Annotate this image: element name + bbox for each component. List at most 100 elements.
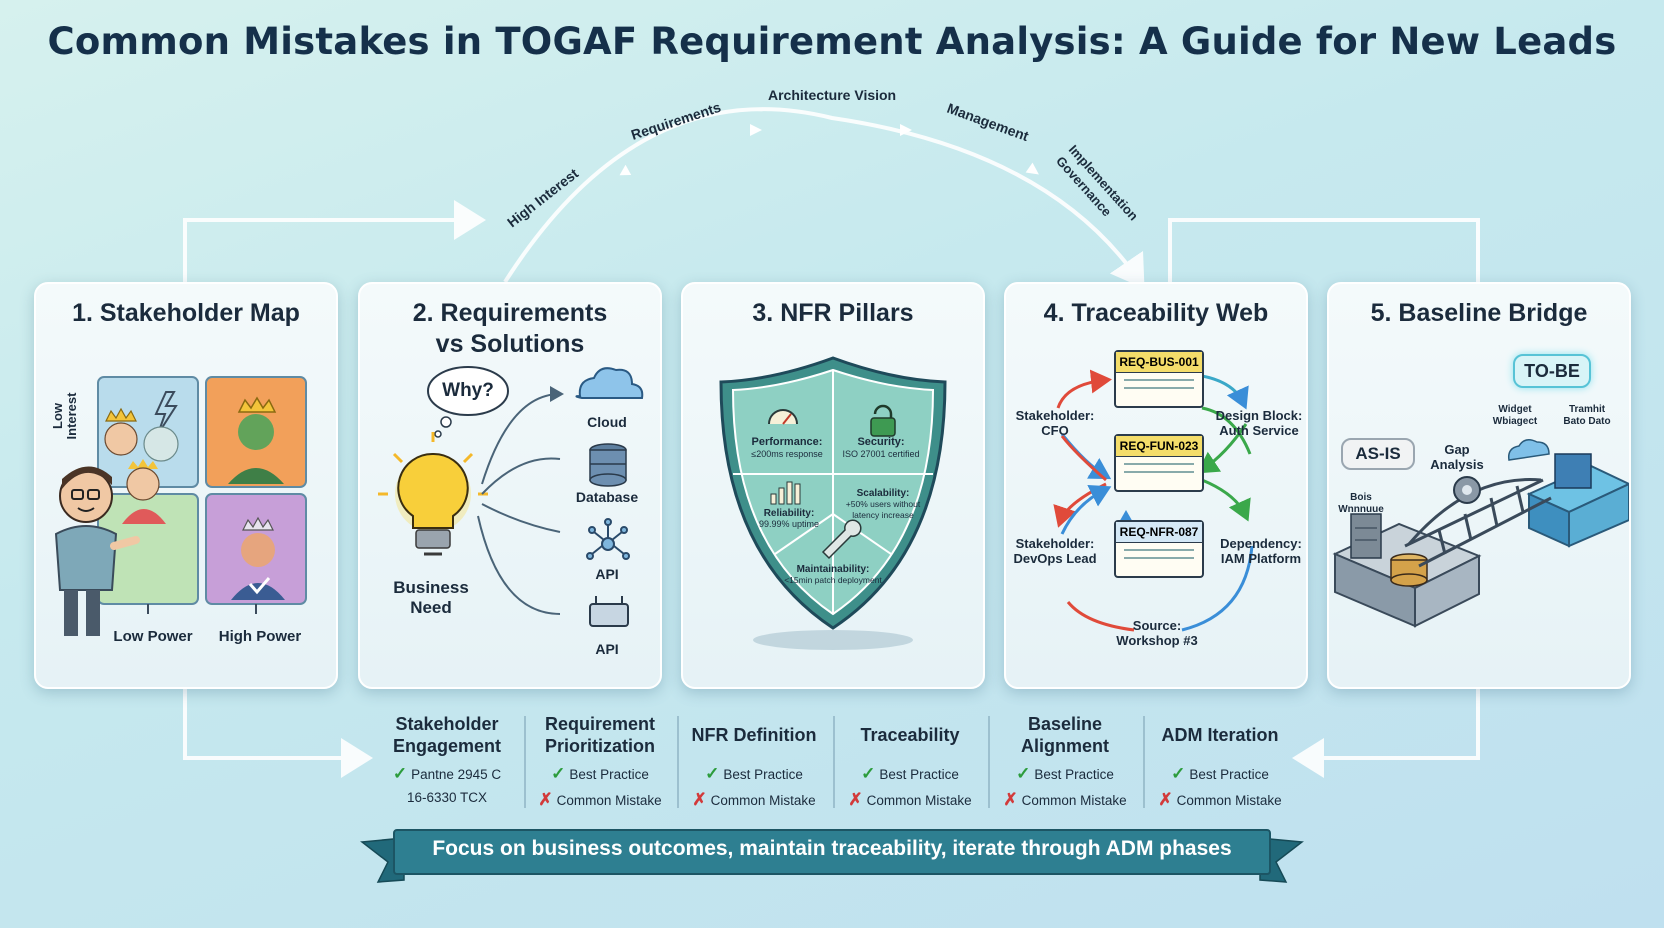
x-label-high-power: High Power	[218, 628, 302, 645]
category-adm-iteration: ADM Iteration ✓Best Practice ✗Common Mis…	[1150, 712, 1290, 810]
server-icon	[1350, 513, 1382, 559]
cloud-icon	[575, 367, 644, 399]
lead-person-icon	[54, 466, 140, 636]
solution-label-api: API	[595, 566, 619, 582]
stakeholder-person-icon	[231, 516, 285, 600]
left-asset-label: Bois Wnnnuue	[1338, 492, 1384, 515]
req-card-bus-001: REQ-BUS-001	[1114, 350, 1204, 408]
pillar-reliability: Reliability: 99.99% uptime	[749, 508, 829, 530]
category-row-1: ✓Pantne 2945 C	[377, 764, 517, 784]
category-name: Baseline Alignment	[1021, 714, 1109, 756]
pillar-detail: +50% users without latency increase	[845, 499, 921, 520]
node-dependency: Dependency: IAM Platform	[1220, 536, 1302, 566]
pillar-maintainability: Maintainability: <15min patch deployment	[781, 564, 885, 586]
as-is-badge: AS-IS	[1341, 438, 1415, 470]
pillar-detail: ISO 27001 certified	[842, 449, 920, 459]
category-row-1: ✓Best Practice	[684, 764, 824, 784]
row-text: Best Practice	[723, 767, 803, 782]
pillar-detail: 99.99% uptime	[758, 519, 820, 529]
category-row-1: ✓Best Practice	[995, 764, 1135, 784]
lightbulb-icon	[378, 432, 488, 556]
gauge-icon	[768, 409, 798, 425]
pillar-name: Reliability:	[763, 508, 815, 519]
row-text: Best Practice	[569, 767, 649, 782]
req-card-fun-023: REQ-FUN-023	[1114, 434, 1204, 492]
stakeholder-group-icon	[104, 407, 179, 524]
category-row-2: 16-6330 TCX	[377, 790, 517, 805]
check-icon: ✓	[705, 764, 720, 783]
row-text: Pantne 2945 C	[411, 767, 502, 782]
page-title: Common Mistakes in TOGAF Requirement Ana…	[47, 20, 1617, 63]
nfr-shield	[719, 356, 947, 650]
category-row-2: ✗Common Mistake	[1150, 790, 1290, 810]
panel-title: 1. Stakeholder Map	[72, 299, 300, 327]
category-stakeholder-engagement: Stakeholder Engagement ✓Pantne 2945 C 16…	[377, 712, 517, 805]
check-icon: ✓	[1016, 764, 1031, 783]
stakeholder-quadrant	[54, 376, 307, 636]
cross-icon: ✗	[1158, 790, 1173, 809]
thought-bubble	[427, 366, 509, 438]
node-design-block: Design Block: Auth Service	[1215, 408, 1303, 438]
category-requirement-prioritization: Requirement Prioritization ✓Best Practic…	[530, 712, 670, 810]
transit-data-label: Tramhit Bato Dato	[1563, 404, 1611, 427]
gear-icon	[1453, 476, 1481, 504]
row-text: Common Mistake	[1021, 793, 1127, 808]
panel-title: 3. NFR Pillars	[752, 299, 914, 327]
flow-connector-bottom-right	[1292, 685, 1480, 778]
check-icon: ✓	[551, 764, 566, 783]
to-be-badge: TO-BE	[1513, 354, 1591, 388]
panel-requirements-vs-solutions: 2. Requirements vs Solutions	[358, 282, 662, 689]
panel-traceability-web: 4. Traceability Web REQ-BUS-001 REQ-FUN-…	[1004, 282, 1308, 689]
arc-label-architecture-vision: Architecture Vision	[768, 87, 896, 103]
category-name: Requirement Prioritization	[544, 714, 656, 756]
solution-label-api-2: API	[595, 641, 619, 657]
category-row-2: ✗Common Mistake	[530, 790, 670, 810]
req-id: REQ-BUS-001	[1116, 352, 1202, 373]
gap-analysis-label: Gap Analysis	[1430, 442, 1484, 472]
x-label-low-power: Low Power	[113, 628, 193, 645]
to-be-platform	[1507, 439, 1629, 548]
pillar-detail: <15min patch deployment	[784, 575, 882, 585]
summary-banner-text: Focus on business outcomes, maintain tra…	[432, 837, 1232, 860]
lightning-icon	[154, 391, 178, 435]
category-row-1: ✓Best Practice	[530, 764, 670, 784]
flow-connector-bottom-left	[183, 685, 373, 778]
row-text: Best Practice	[879, 767, 959, 782]
pillar-name: Maintainability:	[796, 564, 870, 575]
bridge-illustration	[1332, 439, 1629, 628]
category-nfr-definition: NFR Definition ✓Best Practice ✗Common Mi…	[684, 712, 824, 810]
category-baseline-alignment: Baseline Alignment ✓Best Practice ✗Commo…	[995, 712, 1135, 810]
category-name: NFR Definition	[691, 725, 817, 745]
req-card-nfr-087: REQ-NFR-087	[1114, 520, 1204, 578]
cross-icon: ✗	[848, 790, 863, 809]
api-device-icon	[589, 596, 629, 627]
category-name: Stakeholder Engagement	[392, 714, 502, 756]
padlock-icon	[870, 404, 896, 437]
category-name: ADM Iteration	[1161, 725, 1279, 745]
business-need-label: Business Need	[393, 578, 469, 617]
check-icon: ✓	[1171, 764, 1186, 783]
pillar-security: Security: ISO 27001 certified	[835, 436, 927, 460]
pillar-performance: Performance: ≤200ms response	[741, 436, 833, 460]
why-question: Why?	[442, 380, 494, 401]
api-network-icon	[586, 518, 630, 560]
panel-nfr-pillars: 3. NFR Pillars Performance: ≤200ms respo…	[681, 282, 985, 689]
row-text: Common Mistake	[866, 793, 972, 808]
stakeholder-person-icon	[228, 396, 284, 484]
category-row-1: ✓Best Practice	[840, 764, 980, 784]
pillar-detail: ≤200ms response	[751, 449, 823, 459]
flow-connector-top-left	[183, 200, 486, 282]
database-icon	[589, 443, 627, 487]
wrench-icon	[821, 519, 862, 560]
category-row-1: ✓Best Practice	[1150, 764, 1290, 784]
panel-title: 5. Baseline Bridge	[1370, 299, 1588, 327]
flow-connector-top-right	[1168, 218, 1480, 282]
row-text: 16-6330 TCX	[406, 790, 488, 805]
row-text: Common Mistake	[556, 793, 662, 808]
widget-label: Widget Wbiagect	[1492, 404, 1538, 427]
need-to-solutions-diagram	[378, 366, 644, 627]
traceability-arrows	[1053, 369, 1254, 632]
